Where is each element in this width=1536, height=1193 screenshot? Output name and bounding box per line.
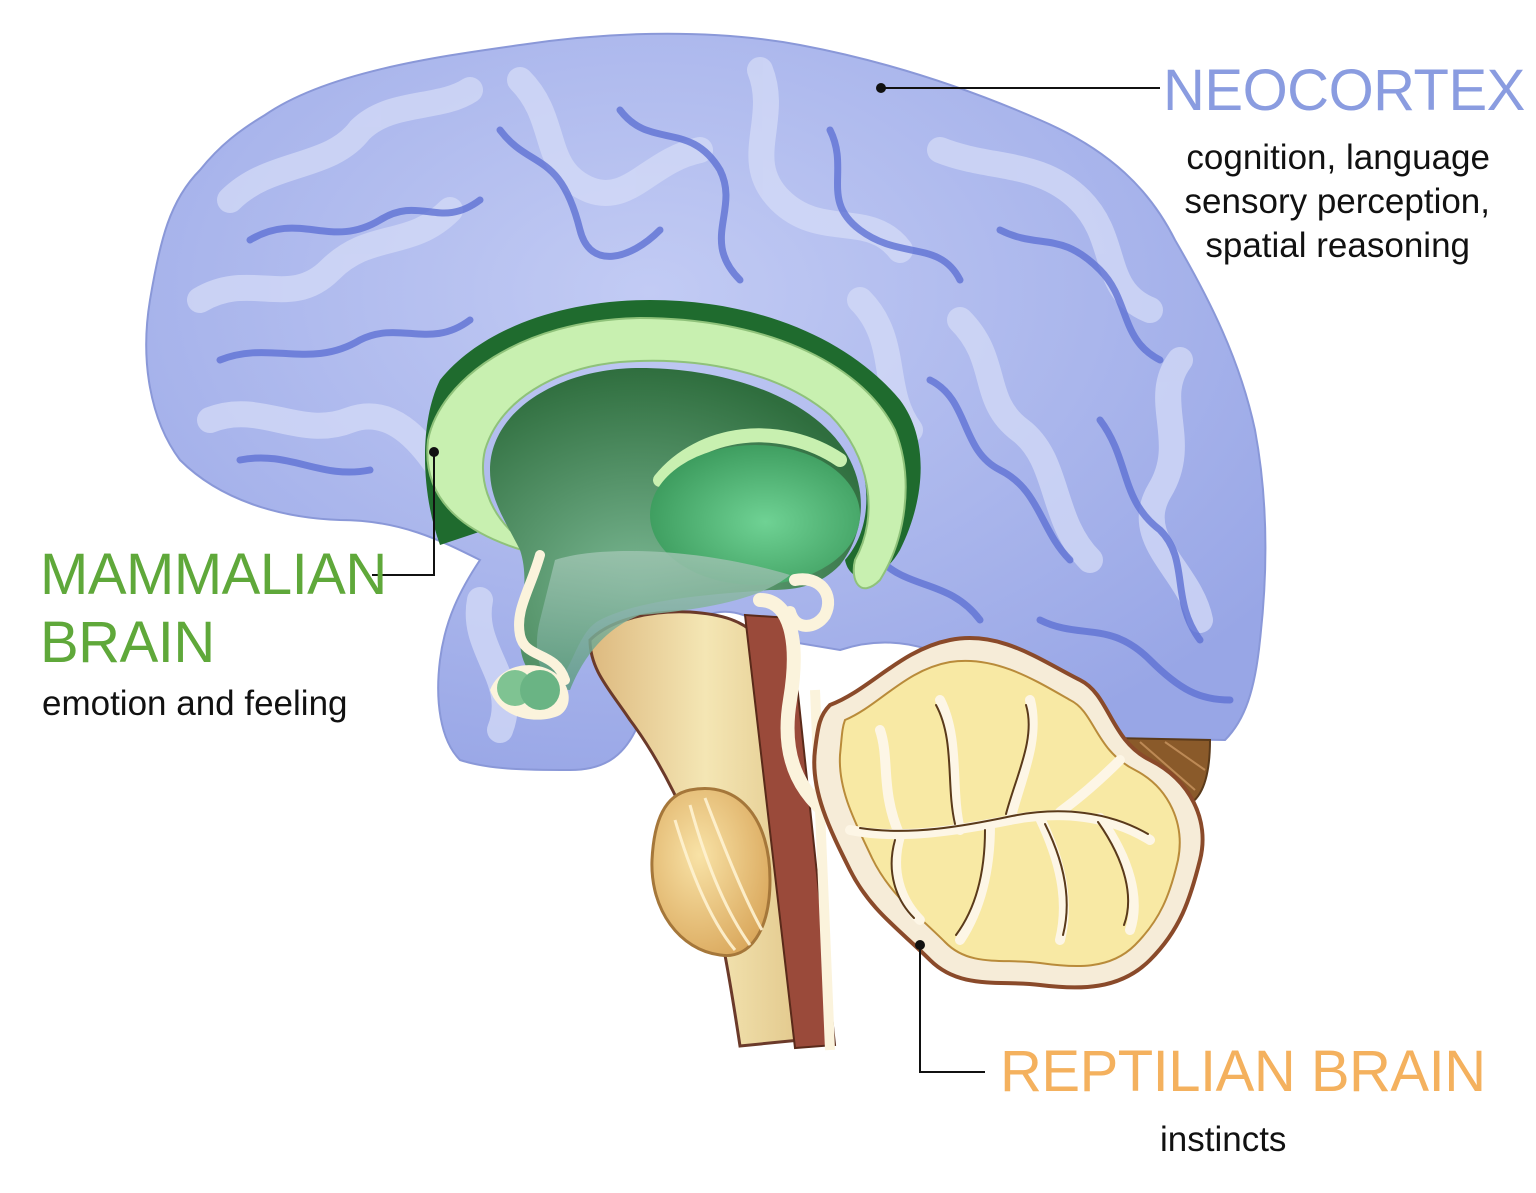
brainstem-rear xyxy=(743,613,837,1050)
reptilian-description: instincts xyxy=(1160,1120,1287,1159)
neocortex-pointer-dot xyxy=(876,83,886,93)
sulci xyxy=(216,106,1234,704)
mammalian-description: emotion and feeling xyxy=(42,684,348,723)
reptilian-title: REPTILIAN BRAIN xyxy=(1000,1039,1486,1104)
leader-lines xyxy=(372,87,1160,1073)
mammalian-pointer-dot xyxy=(429,447,439,457)
fornix xyxy=(653,428,847,487)
arbor-vitae xyxy=(845,695,1155,945)
reptilian-pointer-dot xyxy=(915,940,925,950)
mammalian-title-line-2: BRAIN xyxy=(40,610,215,675)
neocortex-title: NEOCORTEX xyxy=(1163,58,1525,123)
ventricle-lining-right xyxy=(784,573,835,632)
arbor-vitae-lines xyxy=(859,704,1149,936)
hypothalamus-channel xyxy=(536,551,790,690)
neocortex-description-1: cognition, language xyxy=(1186,138,1490,177)
fourth-ventricle-channel xyxy=(753,593,857,837)
mammalian-leader-line xyxy=(372,452,435,576)
neocortex-description-2: sensory perception, xyxy=(1184,182,1490,221)
neocortex-description-3: spatial reasoning xyxy=(1205,226,1470,265)
ventricle-lining xyxy=(514,550,570,685)
mammalian-title-line-1: MAMMALIAN xyxy=(40,542,387,607)
reptilian-leader-line xyxy=(919,945,985,1073)
thalamus xyxy=(650,445,860,585)
mammillary-body-2 xyxy=(520,670,560,710)
